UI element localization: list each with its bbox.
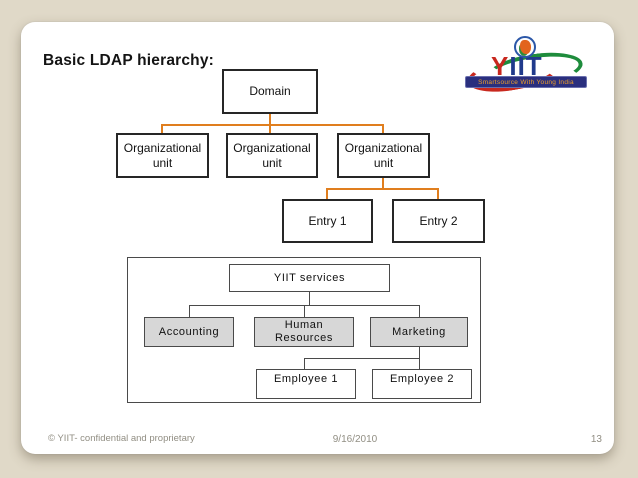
services-connector-accounting-stub [189, 305, 190, 317]
connector-orgunits-horizontal [161, 124, 384, 126]
services-connector-employee1-stub [304, 358, 305, 369]
services-node-marketing: Marketing [370, 317, 468, 347]
footer-date: 9/16/2010 [332, 434, 378, 445]
services-node-employee-2: Employee 2 [372, 369, 472, 399]
services-connector-root-down [309, 292, 310, 305]
connector-domain-down [269, 114, 271, 124]
tree-node-orgunit-1: Organizational unit [116, 133, 209, 178]
connector-orgunit2-stub [269, 124, 271, 134]
logo-tagline: Smartsource With Young India [478, 78, 574, 86]
services-diagram-image: YIIT services Accounting Human Resources… [127, 257, 481, 403]
logo-letter-y: Y [491, 51, 510, 81]
services-node-root: YIIT services [229, 264, 390, 292]
connector-entry1-stub [326, 188, 328, 200]
tree-node-entry-1: Entry 1 [282, 199, 373, 243]
globe-land-shape [520, 40, 531, 54]
footer-copyright: © YIIT- confidential and proprietary [48, 433, 195, 444]
services-node-human-resources: Human Resources [254, 317, 354, 347]
tree-node-domain: Domain [222, 69, 318, 114]
footer-page-number: 13 [590, 434, 602, 445]
tree-node-orgunit-3: Organizational unit [337, 133, 430, 178]
services-connector-hr-stub [304, 305, 305, 317]
connector-orgunit1-stub [161, 124, 163, 134]
services-connector-employees-horizontal [304, 358, 420, 359]
globe-icon [514, 36, 536, 58]
services-node-accounting: Accounting [144, 317, 234, 347]
tree-node-orgunit-2: Organizational unit [226, 133, 318, 178]
slide-title: Basic LDAP hierarchy: [43, 52, 215, 69]
services-node-employee-1: Employee 1 [256, 369, 356, 399]
connector-orgunit3-down [382, 178, 384, 190]
presentation-slide: Basic LDAP hierarchy: Domain Organizatio… [21, 22, 614, 454]
yiit-logo: YIIT Smartsource With Young India [464, 36, 587, 98]
connector-entries-horizontal [326, 188, 439, 190]
services-connector-marketing-stub [419, 305, 420, 317]
tree-node-entry-2: Entry 2 [392, 199, 485, 243]
logo-tagline-banner: Smartsource With Young India [465, 76, 587, 88]
connector-entry2-stub [437, 188, 439, 200]
connector-orgunit3-stub [382, 124, 384, 134]
